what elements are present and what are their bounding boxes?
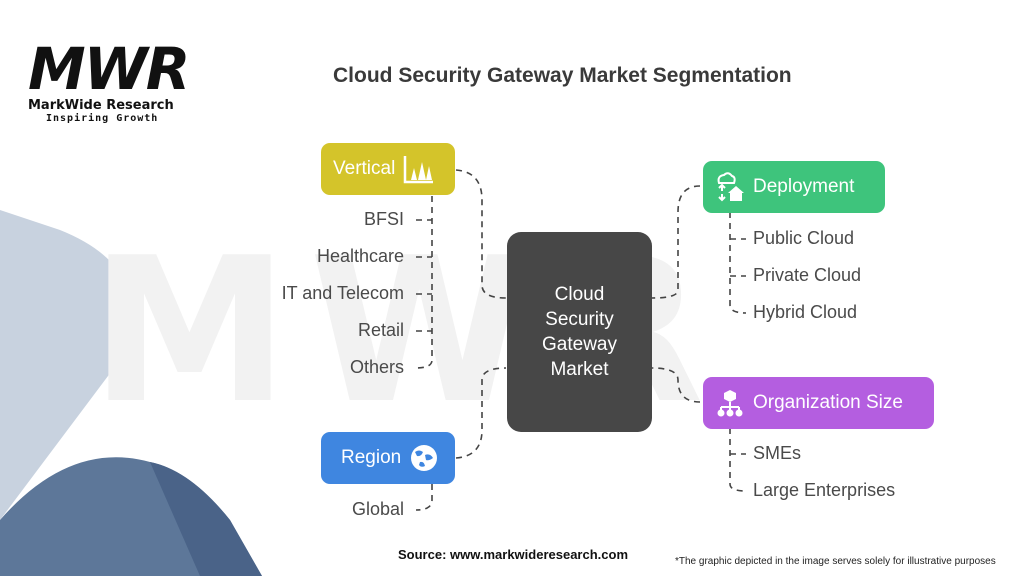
logo-mark: MWR: [28, 35, 190, 103]
disclaimer-note: *The graphic depicted in the image serve…: [675, 556, 996, 567]
segment-vertical-label: Vertical: [333, 158, 396, 179]
segment-region: Region: [321, 432, 455, 484]
globe-icon: [411, 445, 438, 471]
logo: MWR MarkWide Research Inspiring Growth: [28, 35, 190, 124]
segment-deployment-label: Deployment: [753, 176, 855, 197]
cloud-home-icon: [717, 172, 744, 202]
deployment-item: Private Cloud: [753, 265, 862, 285]
segment-organization-size: Organization Size: [703, 377, 934, 429]
deployment-item: Public Cloud: [753, 228, 855, 248]
page-title: Cloud Security Gateway Market Segmentati…: [333, 64, 792, 87]
vertical-item: Healthcare: [316, 246, 404, 266]
vertical-item: Retail: [357, 320, 404, 340]
hierarchy-icon: [717, 390, 743, 417]
brand-name: MarkWide Research: [28, 98, 174, 113]
bar-chart-icon: [404, 156, 434, 184]
deployment-item: Hybrid Cloud: [753, 302, 858, 322]
brand-tagline: Inspiring Growth: [46, 113, 159, 124]
region-item: Global: [351, 499, 404, 519]
segment-deployment: Deployment: [703, 161, 885, 213]
organization-size-item: SMEs: [753, 443, 802, 463]
organization-size-item: Large Enterprises: [753, 480, 896, 500]
source-text: Source: www.markwideresearch.com: [398, 547, 629, 562]
vertical-item: BFSI: [363, 209, 404, 229]
segment-region-label: Region: [341, 447, 402, 468]
vertical-item: IT and Telecom: [281, 283, 404, 303]
segment-vertical: Vertical: [321, 143, 455, 195]
center-node: Cloud Security Gateway Market: [507, 232, 652, 432]
vertical-item: Others: [349, 357, 404, 377]
segment-organization-size-label: Organization Size: [753, 392, 903, 413]
center-label: Cloud Security Gateway Market: [542, 284, 617, 380]
